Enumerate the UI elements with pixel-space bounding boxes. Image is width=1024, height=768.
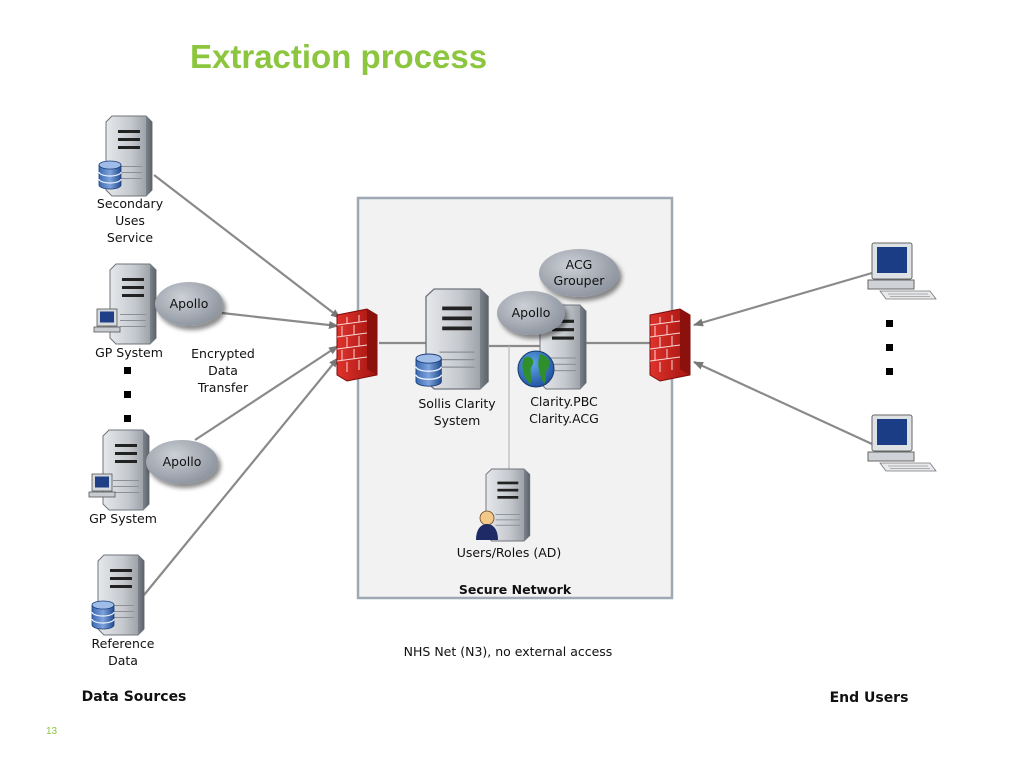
end-user-desktop-bottom-icon xyxy=(867,414,937,472)
secondary-uses-label: Secondary Uses Service xyxy=(96,196,164,245)
reference-data-label: Reference Data xyxy=(91,636,155,668)
reference-data-database-icon xyxy=(91,600,115,630)
nhs-net-label: NHS Net (N3), no external access xyxy=(403,644,613,659)
globe-icon xyxy=(517,350,555,388)
clarity-pbc-acg-label: Clarity.PBC Clarity.ACG xyxy=(529,394,599,426)
end-user-desktop-top-icon xyxy=(867,242,937,300)
firewall-right-icon xyxy=(649,308,691,382)
link-enduser-top-to-firewall xyxy=(693,271,873,327)
gp-system-2-pc-icon xyxy=(88,473,116,498)
data-sources-label: Data Sources xyxy=(81,689,187,705)
sollis-clarity-label: Sollis Clarity System xyxy=(418,396,496,428)
link-reference-data-to-firewall xyxy=(143,357,339,596)
gp-system-1-pc-icon xyxy=(93,308,121,333)
encrypted-transfer-label: Encrypted Data Transfer xyxy=(191,346,255,395)
page-number: 13 xyxy=(46,726,58,737)
link-gp-apollo-to-firewall xyxy=(221,311,339,329)
secure-network-label: Secure Network xyxy=(458,582,572,597)
gp-system-2-server-icon xyxy=(102,429,150,511)
link-secondary-uses-to-firewall xyxy=(153,174,341,319)
sollis-database-icon xyxy=(415,353,442,387)
link-gp-system-2-to-firewall xyxy=(194,345,339,441)
end-users-ellipsis xyxy=(886,320,894,392)
acg-grouper-bubble: ACG Grouper xyxy=(539,249,619,297)
apollo-bubble-secure: Apollo xyxy=(497,291,565,335)
gp-system-1-label: GP System xyxy=(95,345,163,360)
firewall-left-icon xyxy=(336,308,378,382)
gp-system-2-label: GP System xyxy=(89,511,157,526)
connection-lines xyxy=(143,174,873,596)
page-title: Extraction process xyxy=(190,38,488,75)
apollo-bubble-gp-2: Apollo xyxy=(146,440,218,484)
end-users-label: End Users xyxy=(829,690,909,706)
link-enduser-bottom-to-firewall xyxy=(693,361,873,445)
users-roles-label: Users/Roles (AD) xyxy=(456,545,562,560)
user-person-icon xyxy=(476,510,498,540)
gp-systems-ellipsis xyxy=(124,367,132,439)
secondary-uses-database-icon xyxy=(98,160,122,190)
apollo-bubble-gp-1: Apollo xyxy=(155,282,223,326)
